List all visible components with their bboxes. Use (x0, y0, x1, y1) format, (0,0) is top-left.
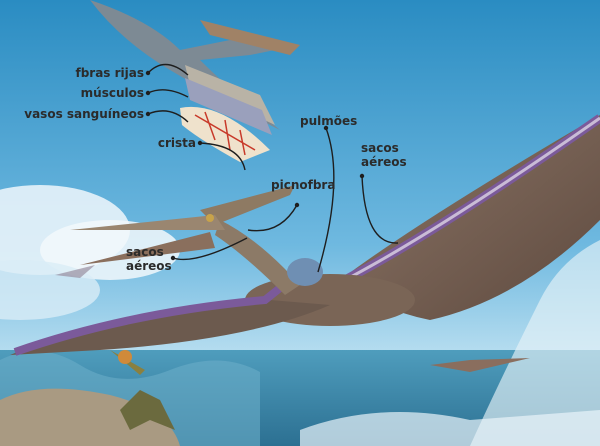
head-crest (200, 185, 295, 225)
lungs (287, 258, 323, 286)
label-picnofibra: picnofbra (271, 178, 336, 192)
label-sacos-aereos-left-2: aéreos (126, 259, 172, 273)
wing-layer-muscles (185, 78, 272, 135)
label-pulmoes: pulmões (300, 114, 358, 128)
label-crista: crista (157, 136, 196, 150)
distant-pterosaur (430, 358, 530, 372)
water-splash (470, 240, 600, 446)
top-pterosaur (90, 0, 300, 130)
perched-pterosaur (120, 390, 175, 430)
leader-dots (145, 70, 365, 261)
label-sacos-aereos-right-2: aéreos (361, 155, 407, 169)
eye (206, 214, 214, 222)
label-fibras-rijas: fbras rijas (75, 66, 144, 80)
left-wing (10, 300, 330, 355)
rock (0, 388, 180, 446)
beak-upper (70, 215, 225, 230)
neck (215, 220, 300, 295)
label-vasos-sanguineos: vasos sanguíneos (24, 107, 144, 121)
label-sacos-aereos-left-1: sacos (126, 245, 164, 259)
leader-lines (147, 63, 399, 273)
wing-layer-vessels (180, 106, 270, 162)
distant-pterosaur (55, 265, 95, 278)
label-sacos-aereos-right-1: sacos (361, 141, 399, 155)
beak-lower (80, 232, 215, 265)
label-musculos: músculos (80, 86, 144, 100)
